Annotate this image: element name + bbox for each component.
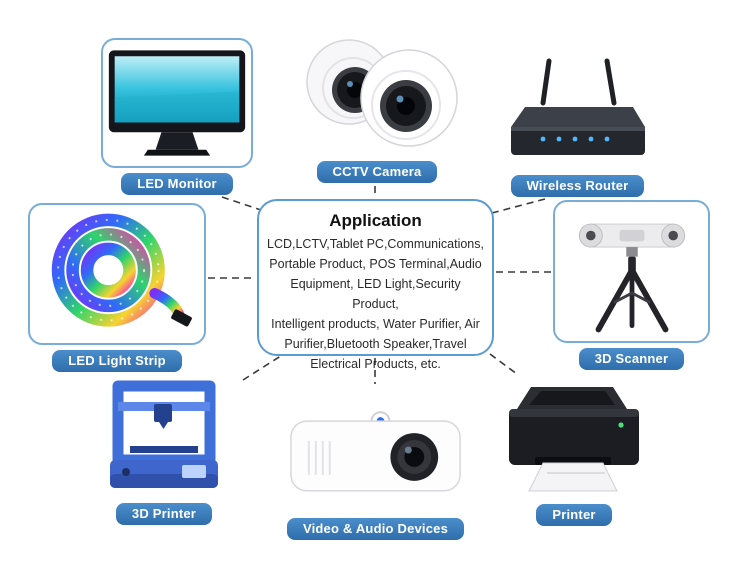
projector-image: [283, 385, 468, 513]
application-title: Application: [329, 211, 422, 230]
scanner-image: [553, 200, 710, 343]
printer-3d-image: [88, 372, 240, 498]
node-3d-printer: 3D Printer: [88, 372, 240, 525]
led-monitor-label: LED Monitor: [121, 173, 233, 195]
node-led-monitor: LED Monitor: [101, 38, 253, 195]
node-led-strip: LED Light Strip: [28, 203, 206, 372]
node-scanner: 3D Scanner: [553, 200, 710, 370]
application-text-line: LCD,LCTV,Tablet PC,Communications,: [267, 237, 484, 251]
node-av-devices: Video & Audio Devices: [283, 385, 468, 540]
application-text: LCD,LCTV,Tablet PC,Communications, Porta…: [267, 234, 484, 374]
node-printer: Printer: [495, 375, 653, 526]
led-light-strip-label: LED Light Strip: [52, 350, 182, 372]
wireless-router-image: [495, 48, 660, 170]
connector-router: [491, 198, 546, 214]
printer-3d-label: 3D Printer: [115, 503, 213, 525]
printer-image: [495, 375, 653, 499]
cctv-camera-label: CCTV Camera: [316, 161, 438, 183]
application-text-line: Purifier,Bluetooth Speaker,Travel: [284, 337, 467, 351]
led-light-strip-image: [28, 203, 206, 345]
application-text-line: Intelligent products, Water Purifier, Ai…: [271, 317, 480, 331]
projector-label: Video & Audio Devices: [286, 518, 465, 540]
printer-label: Printer: [536, 504, 612, 526]
node-router: Wireless Router: [495, 48, 660, 197]
node-cctv: CCTV Camera: [289, 26, 465, 183]
application-text-line: Electrical Products, etc.: [310, 357, 441, 371]
scanner-label: 3D Scanner: [578, 348, 685, 370]
application-box: Application LCD,LCTV,Tablet PC,Communica…: [257, 199, 494, 371]
application-text-line: Portable Product, POS Terminal,Audio: [269, 257, 482, 271]
application-text-line: Equipment, LED Light,Security Product,: [290, 277, 461, 311]
cctv-camera-image: [289, 26, 465, 156]
wireless-router-label: Wireless Router: [510, 175, 645, 197]
led-monitor-image: [101, 38, 253, 168]
